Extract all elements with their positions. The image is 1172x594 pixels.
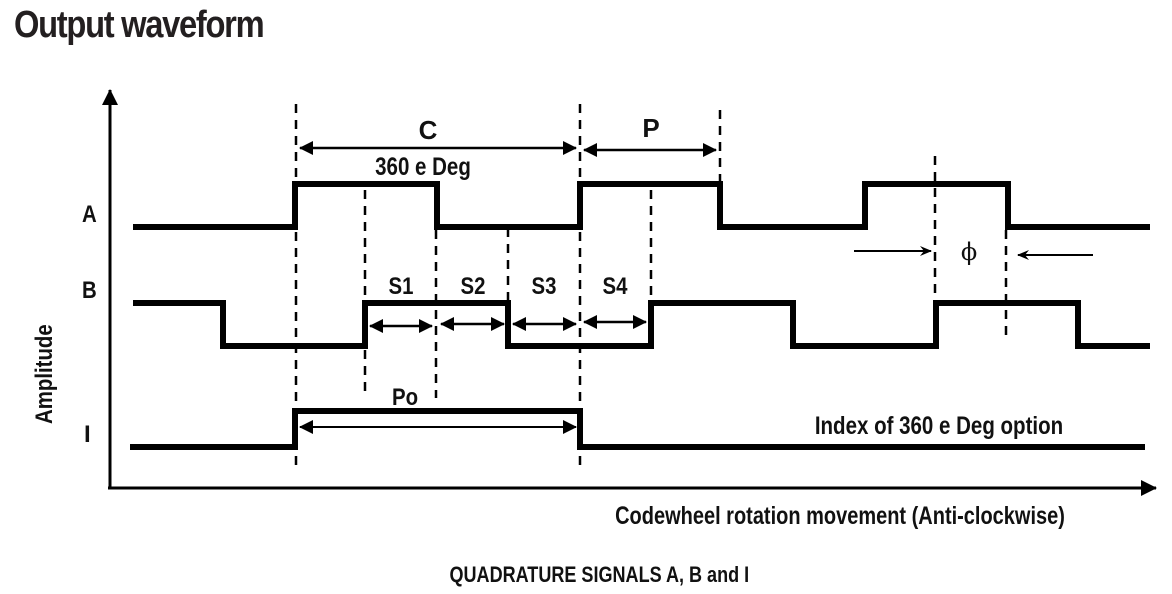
cycle-value-label: 360 e Deg: [375, 152, 471, 180]
phase-label: ϕ: [961, 238, 977, 266]
page-title: Output waveform: [14, 4, 265, 46]
state-s1-label: S1: [389, 272, 414, 299]
x-axis-label: Codewheel rotation movement (Anti-clockw…: [615, 502, 1065, 530]
signal-b-waveform: [133, 300, 1150, 349]
state-s3-label: S3: [532, 272, 557, 299]
state-s2-label: S2: [461, 272, 486, 299]
channel-i-label: I: [84, 421, 91, 448]
channel-a-label: A: [82, 200, 97, 227]
pulse-label: P: [642, 113, 659, 143]
channel-b-label: B: [82, 276, 97, 303]
index-note-label: Index of 360 e Deg option: [815, 411, 1063, 439]
signal-i-waveform: [130, 408, 1145, 450]
cycle-label: C: [419, 115, 438, 145]
signal-a-waveform: [133, 181, 1150, 230]
state-s4-label: S4: [603, 272, 629, 299]
index-pulse-label: Po: [392, 383, 418, 410]
figure-caption: QUADRATURE SIGNALS A, B and I: [449, 562, 750, 587]
y-axis-label: Amplitude: [30, 324, 57, 424]
